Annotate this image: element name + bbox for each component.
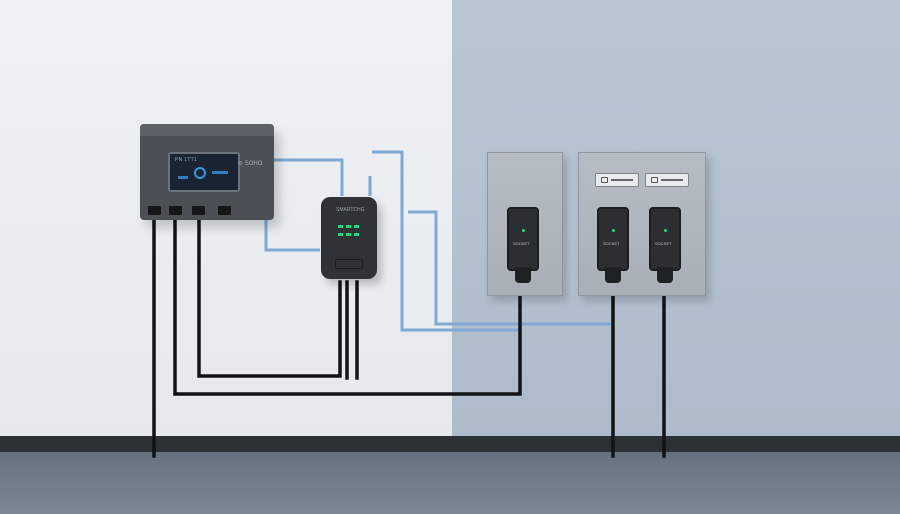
adapter-led (338, 225, 343, 228)
charger-label: SOCKET (603, 241, 620, 246)
cable-hub-adapter (197, 210, 342, 378)
blue-conduit-plate (408, 210, 612, 326)
hub-port (218, 206, 231, 215)
wall-switch-icon (645, 173, 689, 187)
cable-hub-outlet (173, 210, 522, 396)
charger-led (612, 229, 615, 232)
hub-top-cap (140, 124, 274, 136)
adapter-led (346, 225, 351, 228)
outlet-plate-right: SOCKET SOCKET (578, 152, 706, 296)
charger-label: SOCKET (655, 241, 672, 246)
adapter-led (354, 233, 359, 236)
adapter-led (338, 233, 343, 236)
outlet-plate-left: SOCKET (487, 152, 563, 296)
wall-switch-icon (595, 173, 639, 187)
charger-led (522, 229, 525, 232)
blue-conduit-left (264, 200, 320, 252)
floor (0, 452, 900, 514)
charger-plug (515, 267, 531, 283)
black-cables (152, 210, 666, 458)
display-bar (178, 176, 188, 179)
ev-charger-3: SOCKET (649, 207, 681, 283)
adapter-led (346, 233, 351, 236)
display-bar (212, 171, 228, 174)
ev-charger-1: SOCKET (507, 207, 539, 283)
hub-port (148, 206, 161, 215)
charger-plug (605, 267, 621, 283)
adapter-led (354, 225, 359, 228)
charger-label: SOCKET (513, 241, 530, 246)
adapter-slot (335, 259, 363, 269)
adapter-label: SMARTCHG (336, 207, 365, 213)
control-hub: PN 1TT1 ⊙ SOHO (140, 124, 274, 220)
charger-plug (657, 267, 673, 283)
hub-display: PN 1TT1 (168, 152, 240, 192)
hub-brand-label: ⊙ SOHO (238, 161, 263, 167)
charger-led (664, 229, 667, 232)
blue-conduit-right (372, 150, 520, 332)
power-adapter: SMARTCHG (321, 197, 377, 279)
ev-charger-2: SOCKET (597, 207, 629, 283)
hub-display-text: PN 1TT1 (175, 157, 198, 163)
hub-port (192, 206, 205, 215)
baseboard (0, 436, 900, 452)
power-ring-icon (194, 167, 206, 179)
blue-conduit-top (270, 158, 344, 196)
hub-port (169, 206, 182, 215)
